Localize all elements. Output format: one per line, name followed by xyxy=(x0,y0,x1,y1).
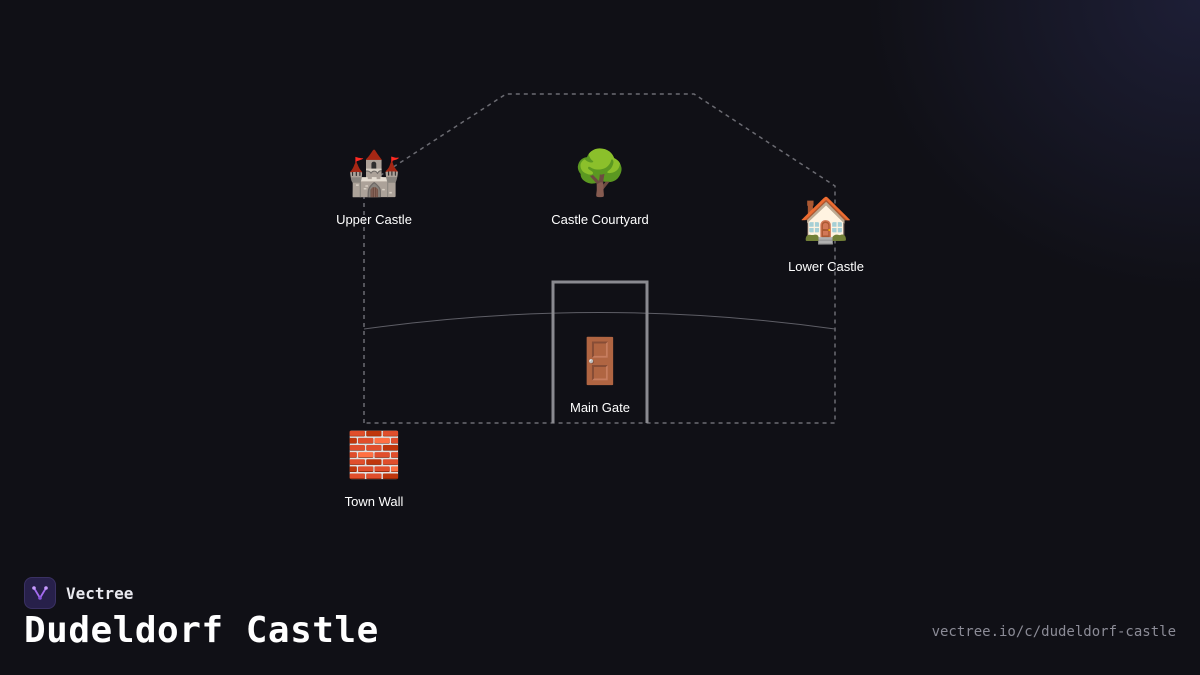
page-title: Dudeldorf Castle xyxy=(24,610,379,651)
node-label: Castle Courtyard xyxy=(551,212,649,227)
node-label: Upper Castle xyxy=(336,212,412,227)
castle-icon: 🏰 xyxy=(346,149,402,198)
brand-name: Vectree xyxy=(66,583,134,603)
node-main-gate[interactable]: 🚪 Main Gate xyxy=(520,336,680,415)
node-label: Town Wall xyxy=(344,494,404,509)
courtyard-divider xyxy=(363,312,836,330)
door-icon: 🚪 xyxy=(572,337,628,386)
page-url[interactable]: vectree.io/c/dudeldorf-castle xyxy=(931,624,1176,640)
node-upper-castle[interactable]: 🏰 Upper Castle xyxy=(294,148,454,227)
tree-icon: 🌳 xyxy=(572,149,628,198)
house-icon: 🏠 xyxy=(798,196,854,245)
node-town-wall[interactable]: 🧱 Town Wall xyxy=(294,430,454,509)
brand[interactable]: Vectree xyxy=(24,577,133,609)
node-lower-castle[interactable]: 🏠 Lower Castle xyxy=(746,195,906,274)
gate-frame xyxy=(551,280,649,423)
node-label: Lower Castle xyxy=(788,259,864,274)
node-castle-courtyard[interactable]: 🌳 Castle Courtyard xyxy=(520,148,680,227)
brick-icon: 🧱 xyxy=(346,431,402,480)
castle-outline xyxy=(363,93,836,424)
node-label: Main Gate xyxy=(570,400,630,415)
vectree-logo-icon xyxy=(24,577,56,609)
